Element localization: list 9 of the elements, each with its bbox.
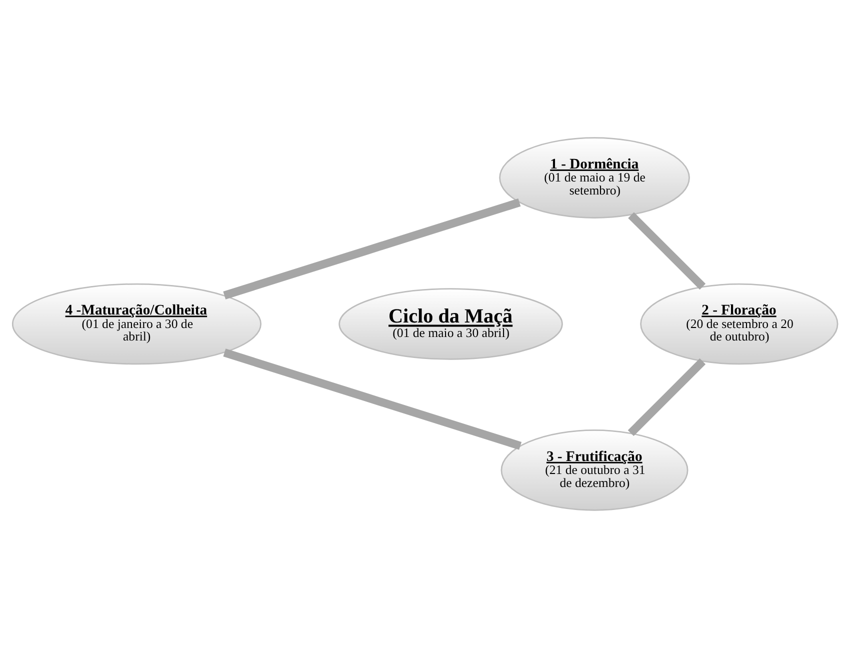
node-ellipse: Ciclo da Maçã (01 de maio a 30 abril): [338, 288, 563, 360]
node-ellipse: 4 -Maturação/Colheita (01 de janeiro a 30 de abril): [12, 283, 262, 365]
node-ellipse: 3 - Frutificação (21 de outubro a 31 de dezembro): [500, 430, 688, 511]
node-ellipse: 1 - Dormência (01 de maio a 19 de setembro): [499, 137, 690, 218]
connector: [223, 198, 521, 300]
connector: [628, 358, 706, 436]
connector: [628, 212, 706, 290]
node-ellipse: 2 - Floração (20 de setembro a 20 de outubro): [640, 283, 838, 365]
connector: [223, 348, 522, 450]
